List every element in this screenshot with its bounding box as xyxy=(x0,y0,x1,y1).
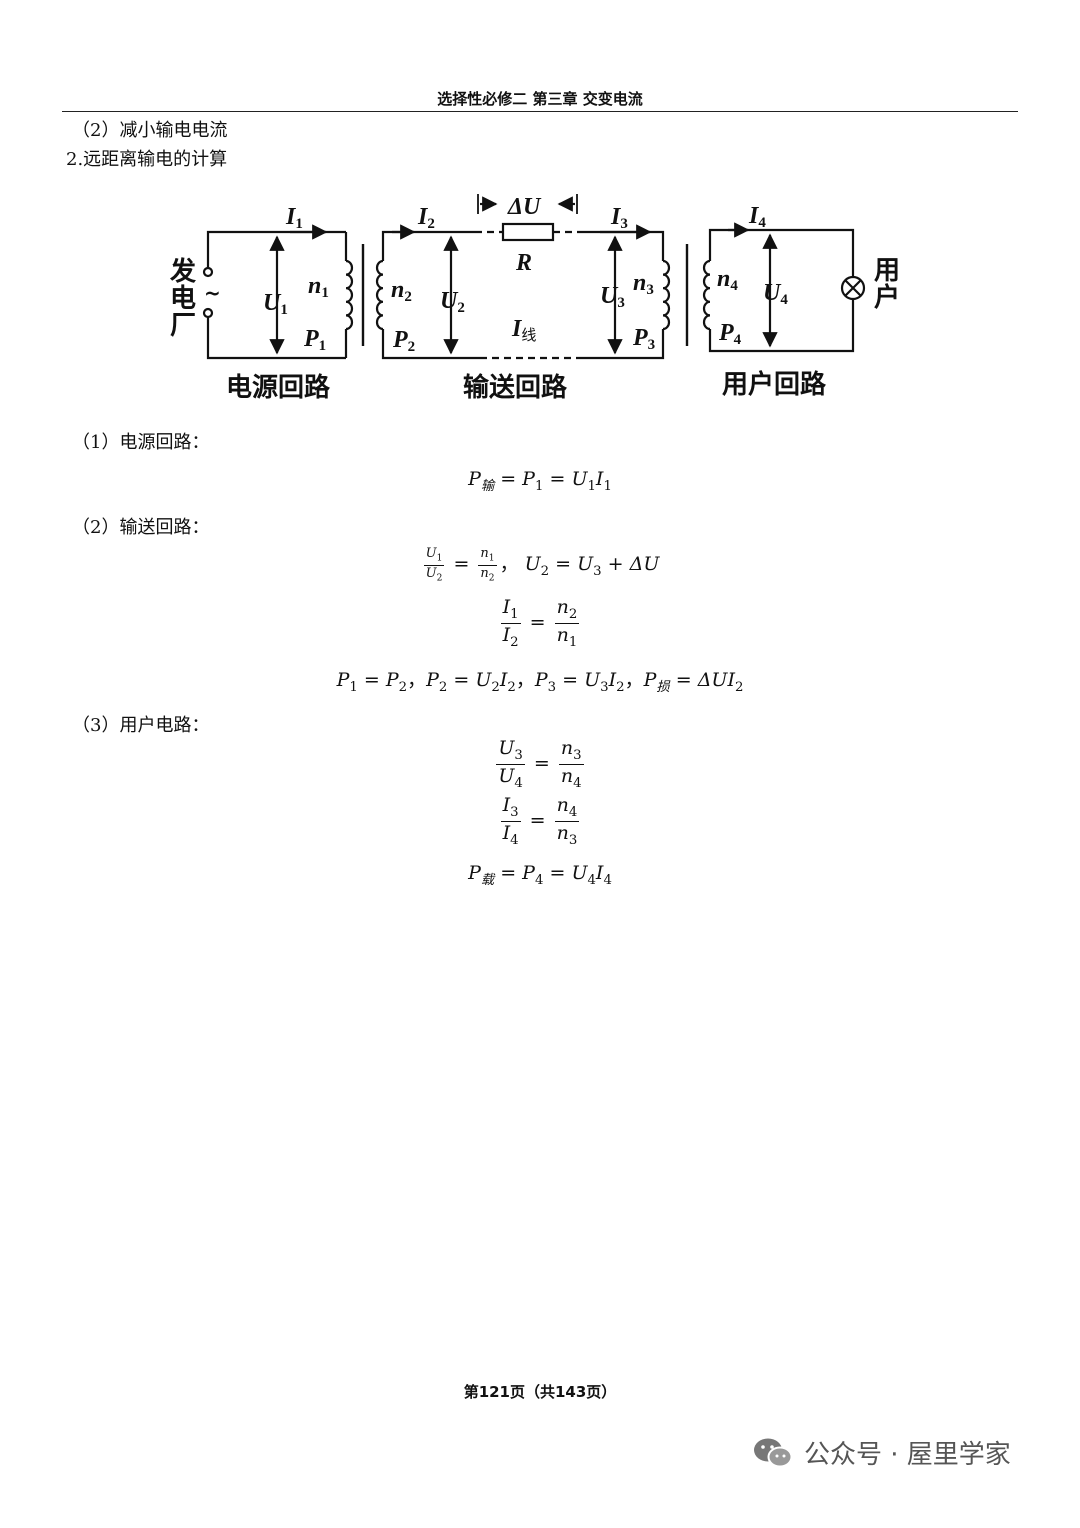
label-U2: U2 xyxy=(440,288,465,316)
watermark-text: 公众号 · 屋里学家 xyxy=(804,1440,1011,1470)
label-n3: n3 xyxy=(633,270,654,298)
equation-source-power: P输 = P1 = U1I1 xyxy=(468,468,612,494)
label-n2: n2 xyxy=(391,277,412,305)
label-U4: U4 xyxy=(763,280,788,308)
section-title: 2.远距离输电的计算 xyxy=(66,149,228,170)
transmission-circuit-diagram: I1 I2 I3 I4 ΔU R I线 U1 U2 U3 U4 n1 n2 n3… xyxy=(169,194,900,403)
label-I3: I3 xyxy=(610,204,628,232)
ac-source-symbol: ~ xyxy=(204,281,221,305)
caption-source-loop: 电源回路 xyxy=(226,372,331,403)
label-plant-2: 电 xyxy=(170,284,196,314)
label-I2: I2 xyxy=(417,204,435,232)
label-n4: n4 xyxy=(717,266,738,294)
coil-n3 xyxy=(662,259,671,331)
wechat-icon xyxy=(754,1438,793,1467)
watermark: 公众号 · 屋里学家 xyxy=(752,1434,1011,1471)
label-plant-3: 厂 xyxy=(170,311,196,341)
coil-n2 xyxy=(375,259,384,331)
label-P4: P4 xyxy=(718,320,742,348)
header-rule xyxy=(62,111,1018,112)
coil-n1 xyxy=(345,259,354,331)
caption-transmission-loop: 输送回路 xyxy=(463,372,568,403)
subheading-transmission-loop: （2）输送回路： xyxy=(72,517,210,538)
subheading-source-loop: （1）电源回路： xyxy=(72,432,210,453)
subheading-user-circuit: （3）用户电路： xyxy=(72,715,210,736)
label-user-2: 户 xyxy=(874,282,900,313)
coil-n4 xyxy=(702,259,711,331)
equation-transmission-power: P1 = P2，P2 = U2I2，P3 = U3I2，P损 = ΔUI2 xyxy=(336,669,744,695)
label-n1: n1 xyxy=(308,273,329,301)
label-plant-1: 发 xyxy=(169,256,196,287)
label-I1: I1 xyxy=(285,204,303,232)
user-wire-top xyxy=(708,228,855,277)
resistor-R xyxy=(501,222,555,242)
label-R: R xyxy=(515,250,532,276)
label-I4: I4 xyxy=(748,203,766,231)
transmission-wire-bottom-left xyxy=(381,329,480,360)
page-footer: 第121页（共143页） xyxy=(463,1383,617,1401)
label-delta-U: ΔU xyxy=(507,194,542,220)
equation-user-power: P载 = P4 = U4I4 xyxy=(468,862,612,888)
label-P1: P1 xyxy=(303,326,326,354)
source-wire-bottom xyxy=(206,317,346,360)
label-U3: U3 xyxy=(600,283,625,311)
transmission-wire-top-right xyxy=(580,230,665,261)
item-reduce-current: （2）减小输电电流 xyxy=(72,120,228,141)
label-I-line: I线 xyxy=(511,316,536,344)
label-U1: U1 xyxy=(263,290,288,318)
running-header: 选择性必修二 第三章 交变电流 xyxy=(437,90,643,108)
user-wire-bottom xyxy=(708,299,855,353)
label-P2: P2 xyxy=(392,327,415,355)
label-user-1: 用 xyxy=(874,256,900,286)
caption-user-loop: 用户回路 xyxy=(722,369,827,400)
label-P3: P3 xyxy=(632,325,655,353)
transmission-wire-top-left xyxy=(381,230,475,261)
